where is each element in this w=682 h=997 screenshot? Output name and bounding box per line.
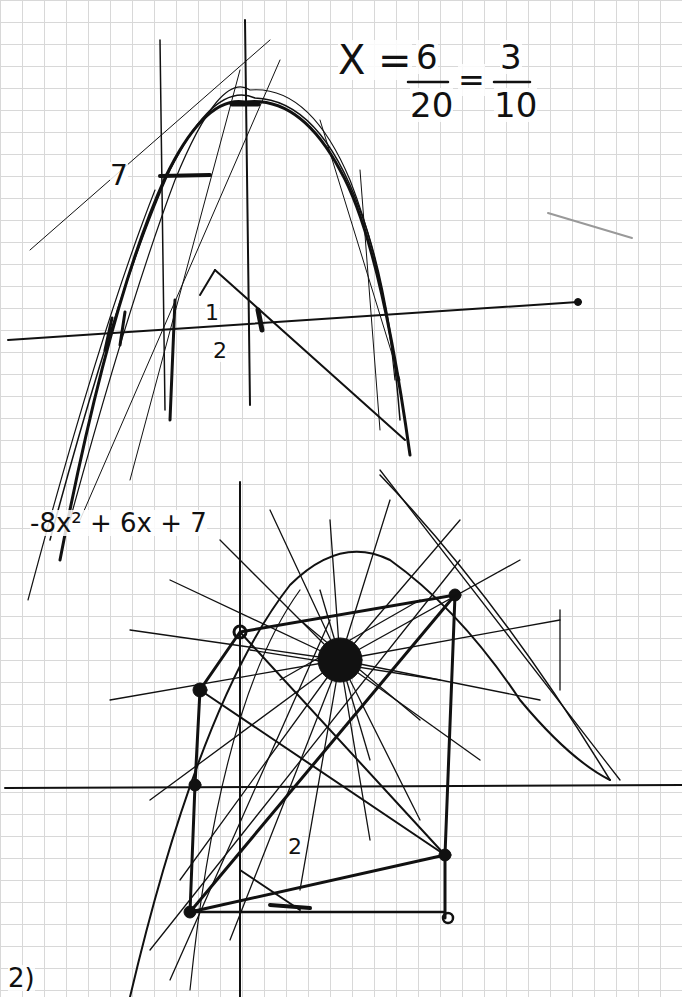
handwritten-label: 2 [213, 340, 227, 362]
handwritten-label: 1 [205, 302, 219, 324]
handwritten-label: 2) [8, 965, 35, 991]
handwritten-label: -8x² + 6x + 7 [30, 510, 207, 536]
handwritten-label: 20 [410, 88, 453, 122]
handwritten-label: 6 [416, 40, 438, 74]
handwritten-label: = [458, 64, 485, 96]
handwritten-label: 2 [288, 836, 302, 858]
handwritten-label: 10 [494, 88, 537, 122]
handwritten-label: 7 [110, 162, 128, 190]
handwritten-label: X = [338, 40, 412, 80]
handwritten-label: 3 [500, 40, 522, 74]
